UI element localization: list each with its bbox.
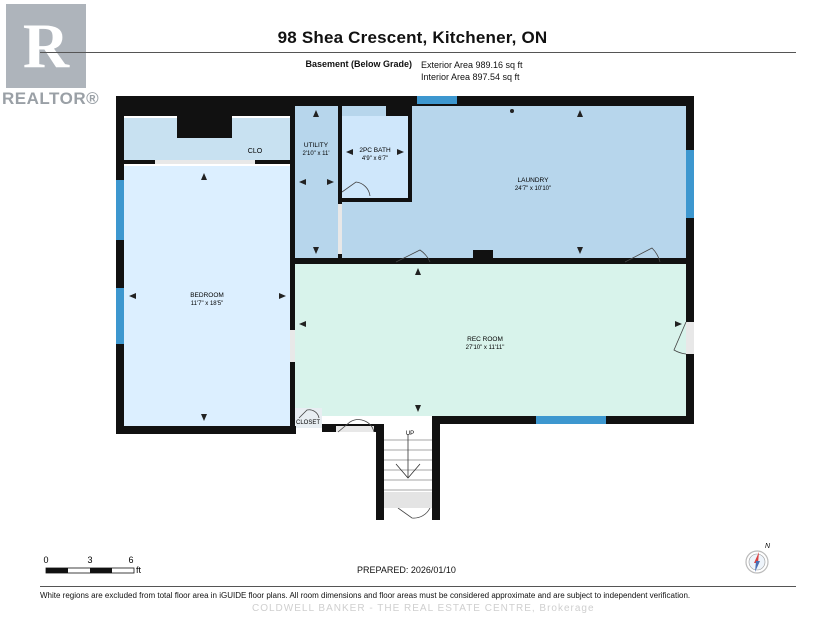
footnote: White regions are excluded from total fl… [40,591,691,600]
room-label-rec-room: REC ROOM [467,336,503,343]
interior-area: Interior Area 897.54 sq ft [421,72,520,82]
windows [116,96,694,424]
floor-label: Basement (Below Grade) [305,59,412,69]
closet-fill [295,408,322,428]
bedroom-fill [124,166,290,426]
rec-room-fill [295,264,686,416]
stair-arrow-head [395,463,421,479]
door-swings [298,181,687,519]
compass-icon: N [745,543,771,574]
scale-label-6: 6 [128,555,133,565]
room-label-utility: UTILITY [304,142,329,149]
room-dims-bath: 4'9" x 6'7" [362,156,388,162]
realtor-logo-letter: R [22,10,70,81]
prepared-date: PREPARED: 2026/01/10 [357,565,456,575]
exterior-area: Exterior Area 989.16 sq ft [421,60,523,70]
footer-divider [40,586,796,587]
room-dims-utility: 2'10" x 11' [303,151,330,157]
room-label-bath: 2PC BATH [359,147,391,154]
room-label-closet: CLOSET [296,420,320,426]
door-openings [155,160,694,432]
scale-unit: ft [136,565,142,575]
room-label-laundry: LAUNDRY [518,177,550,184]
room-dims-bedroom: 11'7" x 18'5" [191,301,223,307]
room-label-bedroom: BEDROOM [190,292,224,299]
stair-landing [384,492,432,508]
room-dims-laundry: 24'7" x 10'10" [515,186,551,192]
scale-label-0: 0 [43,555,48,565]
realtor-logo-text: REALTOR® [2,89,100,108]
page-title: 98 Shea Crescent, Kitchener, ON [277,28,548,47]
stairs-label: UP [406,431,414,437]
brokerage-watermark: COLDWELL BANKER - THE REAL ESTATE CENTRE… [252,603,595,614]
compass-label: N [765,543,771,550]
realtor-logo [6,4,86,88]
room-label-clo: CLO [248,148,263,155]
header-divider [40,52,796,53]
scale-bar: 0 3 6 ft [43,555,141,575]
scale-label-3: 3 [87,555,92,565]
dimension-arrows [129,109,682,421]
room-dims-rec-room: 27'10" x 11'11" [466,345,505,351]
area-summary: Exterior Area 989.16 sq ft Interior Area… [421,59,523,83]
